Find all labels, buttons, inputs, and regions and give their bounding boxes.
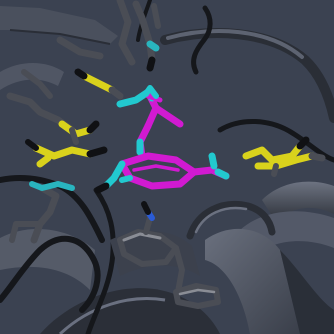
residue-met-right-c3 xyxy=(271,163,279,177)
residue-met-right xyxy=(242,142,304,164)
residue-top-black xyxy=(146,56,156,72)
residue-lys-left-teal xyxy=(29,181,75,191)
residue-top-chain-3 xyxy=(151,3,161,29)
residue-met-right-c2 xyxy=(308,152,326,162)
residue-top-chain xyxy=(116,0,136,66)
ribbon-helix-right xyxy=(262,181,334,222)
ribbon-sheet-top-left xyxy=(0,6,118,44)
residue-left-s1-tip xyxy=(86,120,100,134)
ligand-ring-inner xyxy=(132,164,180,172)
residue-met-upper-s xyxy=(80,72,116,94)
ligand-top-branch-2 xyxy=(152,104,184,128)
residue-met-upper-c xyxy=(74,68,88,80)
ribbon-loop-right-center-hl xyxy=(194,206,248,234)
ligand-top-up xyxy=(143,85,159,99)
ribbon-loop-right-center xyxy=(186,201,276,240)
ligand-ring-left-black xyxy=(94,182,110,194)
ligand-ring xyxy=(118,152,198,190)
ligand xyxy=(94,85,230,194)
residue-left-s2-c2 xyxy=(25,139,39,151)
residue-ring-bottom-hl xyxy=(122,232,162,242)
coil-right-mid xyxy=(217,119,334,163)
ribbon-coil-upper-right-light xyxy=(166,29,304,59)
residue-left-down xyxy=(69,127,79,145)
residue-left-chain-2 xyxy=(21,69,53,99)
residue-ring-n-black xyxy=(141,201,151,215)
residue-met-right-2 xyxy=(254,152,316,170)
residue-met-upper xyxy=(56,36,104,60)
ligand-ring-right-teal-2 xyxy=(214,168,230,180)
ligand-ring-right-teal xyxy=(208,152,218,170)
residue-ring-bottom xyxy=(117,229,179,267)
residue-left-s2-c xyxy=(86,146,108,158)
residue-lys-left xyxy=(30,184,60,244)
ligand-ring-bottom-teal xyxy=(119,175,133,183)
coil-bottom-left xyxy=(0,235,101,313)
residue-left-s2-tip xyxy=(36,154,52,168)
residue-top-teal xyxy=(146,40,160,52)
residue-lys-left-gray xyxy=(9,221,43,243)
residue-met-upper-c2 xyxy=(108,86,124,100)
coil-middle-down xyxy=(85,187,116,334)
ribbon-sheet-top-left-edge xyxy=(9,29,111,45)
ribbon-sheet-lower-right xyxy=(205,228,300,334)
ligand-ring-left-teal xyxy=(102,160,126,190)
residue-ring-lower xyxy=(173,283,221,309)
ribbon-strand-bottom-hl xyxy=(58,297,166,334)
residue-ring-down xyxy=(173,245,185,295)
ribbon-sheet-left xyxy=(0,228,95,290)
coil-top-center xyxy=(191,5,213,75)
residue-top-chain-2 xyxy=(132,0,156,64)
residue-ring-lower-hl xyxy=(178,288,216,296)
ribbon-sheet-lower-right-dark xyxy=(280,250,334,334)
residue-met-right-c xyxy=(296,136,310,150)
residue-ring-stem xyxy=(143,215,153,235)
residue-left-s2 xyxy=(32,144,94,160)
residue-sticks xyxy=(6,0,326,309)
